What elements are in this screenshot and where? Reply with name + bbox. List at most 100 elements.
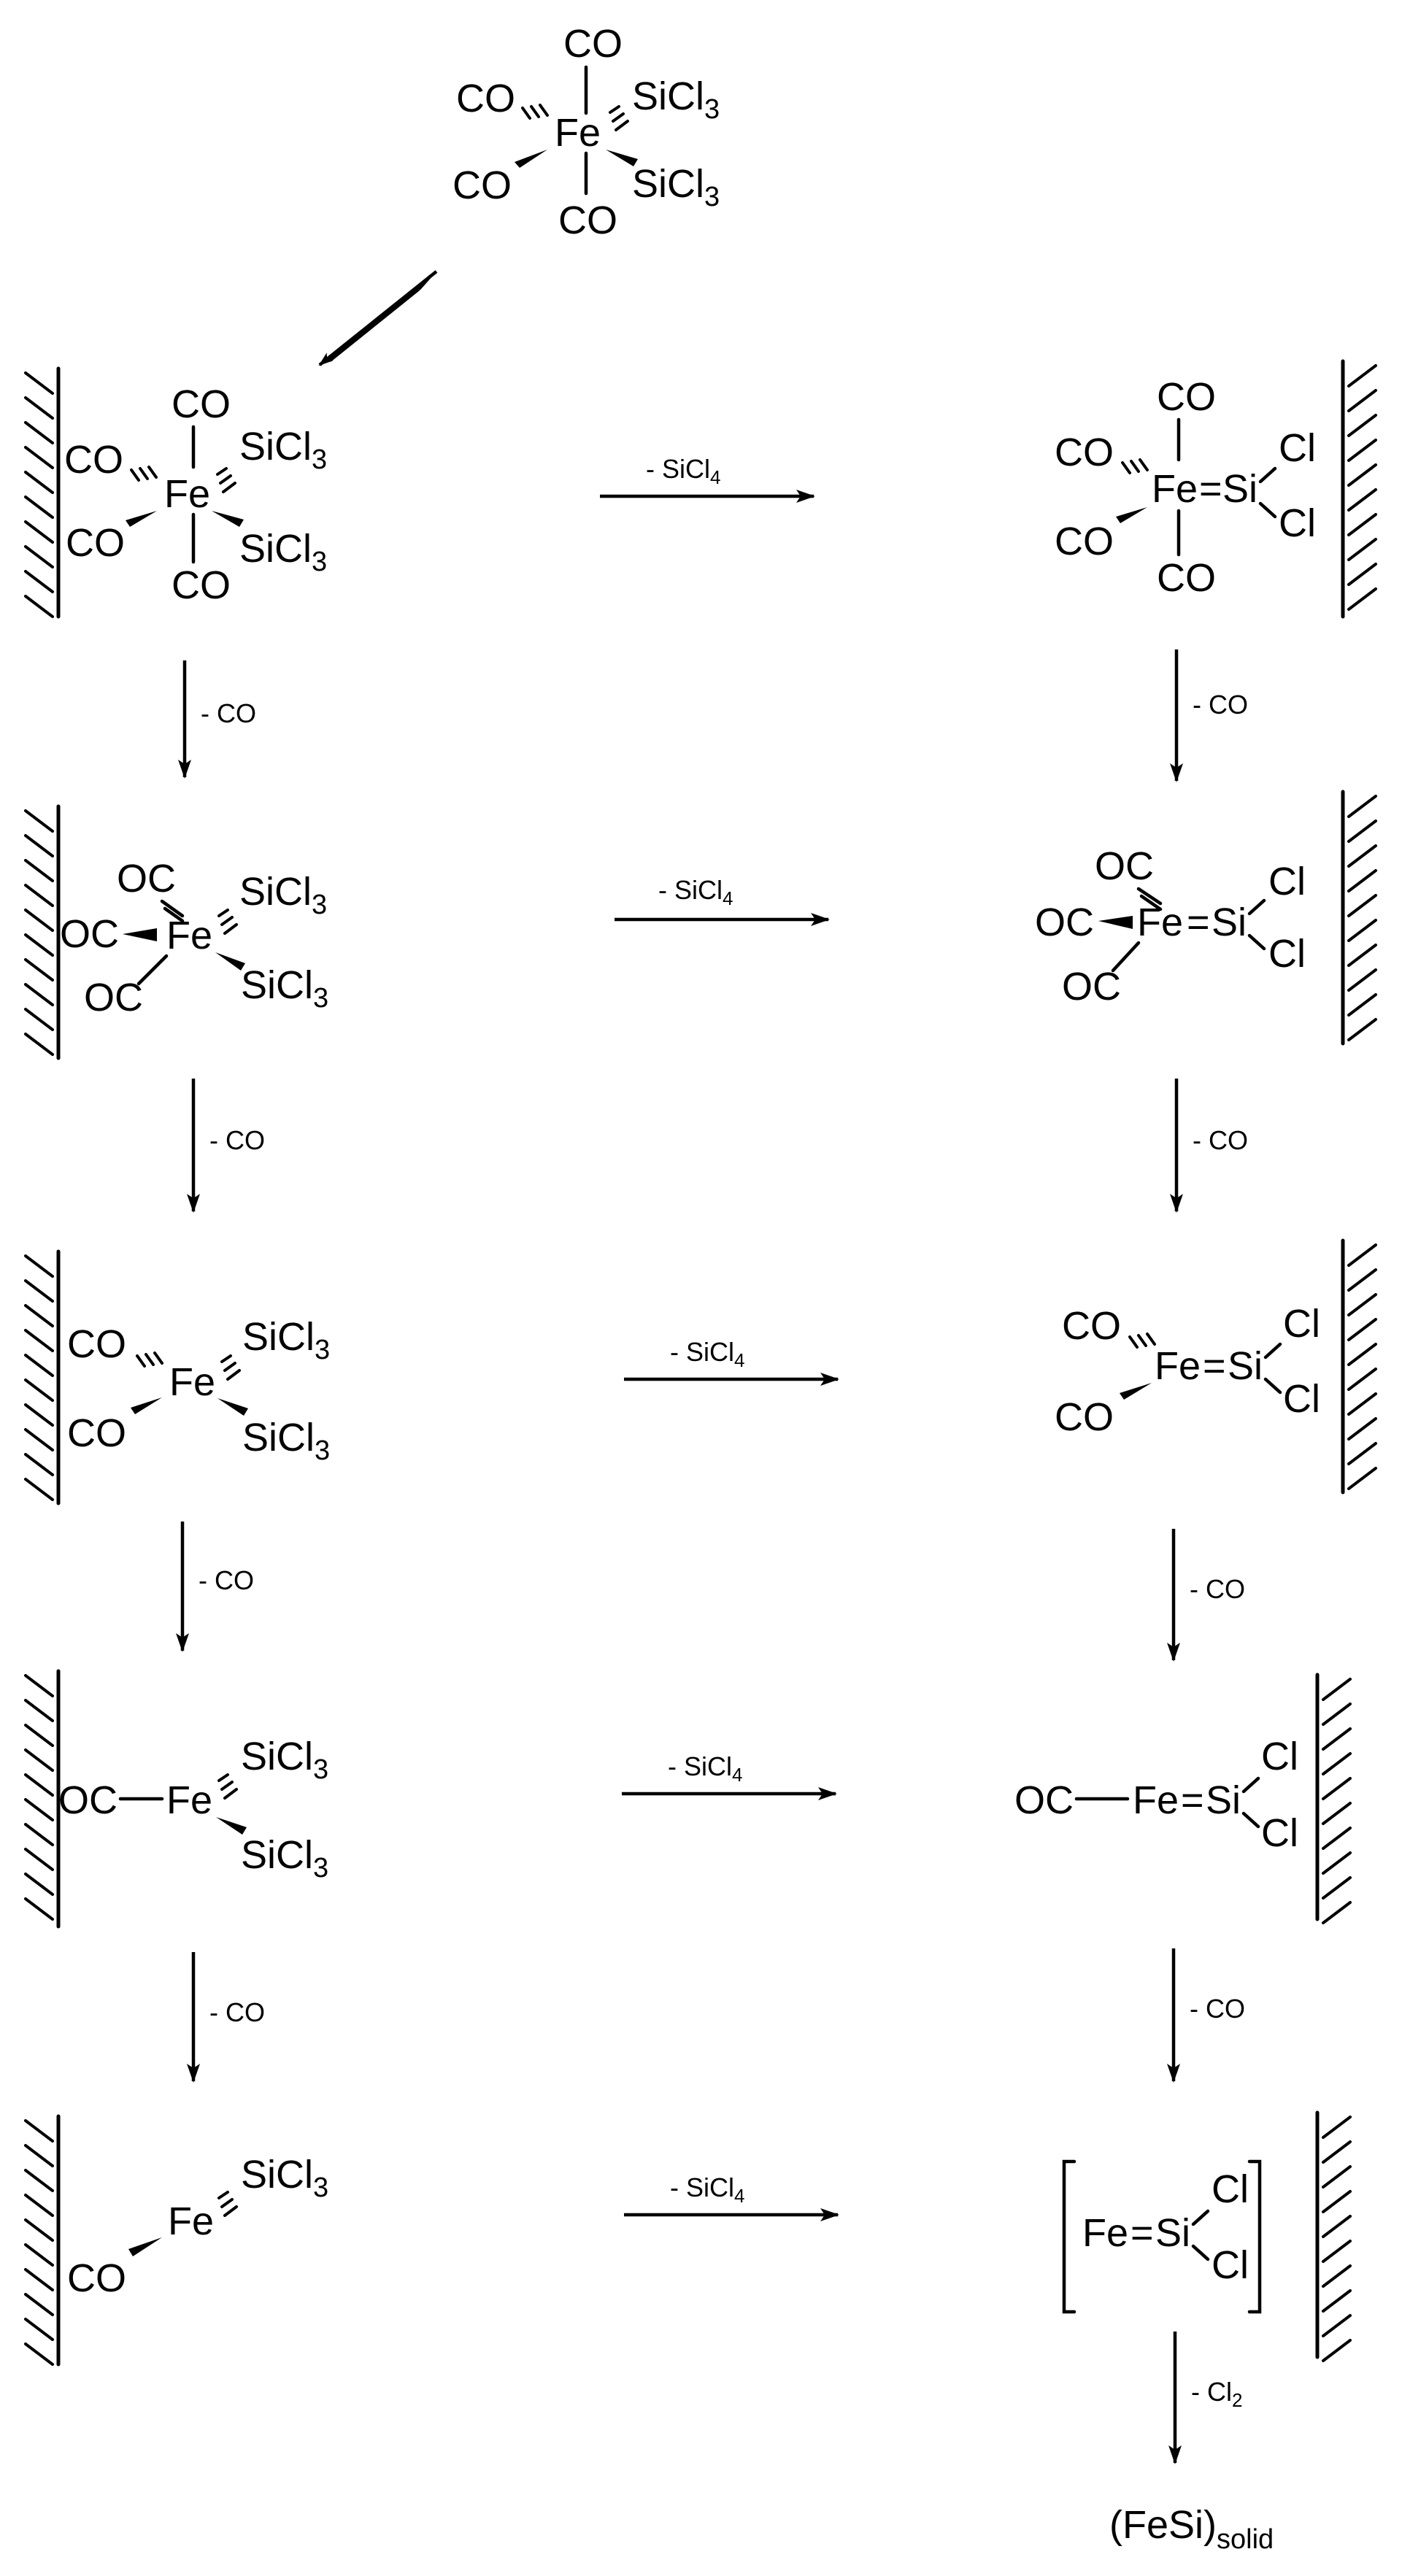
- si-label: Si: [1228, 1344, 1263, 1388]
- surface-wall: [1341, 359, 1377, 619]
- si-label: Si: [1212, 901, 1247, 944]
- cl-label: Cl: [1283, 1302, 1320, 1346]
- co-label: CO: [66, 521, 125, 565]
- left-complex-4: OC Fe SiCl3 SiCl3: [58, 1735, 328, 1883]
- si-label: Si: [1155, 2211, 1190, 2255]
- step-label: - SiCl4: [670, 2172, 744, 2207]
- co-label: CO: [1062, 1304, 1121, 1348]
- step-label: - SiCl4: [668, 1751, 742, 1786]
- right-step-arrows: - CO - CO - CO - CO - Cl2: [1167, 649, 1248, 2464]
- fe-label: Fe: [1137, 901, 1183, 944]
- oc-label: OC: [1014, 1778, 1074, 1822]
- step-label: - Cl2: [1191, 2377, 1242, 2411]
- oc-label: OC: [84, 976, 143, 1019]
- sicl3-label: SiCl3: [239, 870, 327, 920]
- sicl3-label: SiCl3: [239, 425, 327, 475]
- fe-label: Fe: [1155, 1344, 1201, 1388]
- fe-label: Fe: [166, 1778, 212, 1822]
- surface-wall: [24, 366, 61, 619]
- co-label: CO: [172, 382, 231, 426]
- co-label: CO: [172, 563, 231, 607]
- double-bond: =: [1131, 2211, 1154, 2255]
- free-complex: CO CO Fe SiCl3 CO SiCl3 CO: [452, 22, 720, 242]
- final-product: (FeSi)solid: [1109, 2503, 1274, 2555]
- left-complex-1: CO CO Fe SiCl3 CO SiCl3 CO: [64, 382, 327, 607]
- step-label: - CO: [1190, 1574, 1245, 1604]
- cl-label: Cl: [1212, 2167, 1249, 2211]
- co-label: CO: [558, 198, 617, 242]
- co-label: CO: [1055, 520, 1114, 563]
- step-label: - CO: [1193, 690, 1248, 720]
- fe-label: Fe: [169, 1360, 215, 1404]
- fe-label: Fe: [1133, 1778, 1179, 1822]
- co-label: CO: [452, 163, 512, 207]
- cl-label: Cl: [1261, 1735, 1298, 1778]
- equilibrium-arrow: [318, 270, 438, 366]
- right-complex-3: CO Fe = Si Cl Cl CO: [1055, 1302, 1320, 1439]
- sicl3-label: SiCl3: [241, 1833, 328, 1883]
- surface-wall: [24, 1249, 61, 1505]
- fe-label: Fe: [168, 2199, 214, 2243]
- step-label: - CO: [1190, 1994, 1245, 2024]
- double-bond: =: [1199, 467, 1222, 511]
- step-label: - SiCl4: [670, 1337, 744, 1371]
- co-label: CO: [1055, 431, 1114, 474]
- si-label: Si: [1206, 1778, 1241, 1822]
- sicl3-label: SiCl3: [632, 162, 720, 212]
- right-complex-5: Fe = Si Cl Cl: [1062, 2159, 1262, 2314]
- horizontal-step-arrows: - SiCl4 - SiCl4 - SiCl4 - SiCl4 - SiCl4: [600, 454, 839, 2221]
- oc-label: OC: [1035, 901, 1094, 944]
- fe-label: Fe: [164, 472, 210, 516]
- left-complex-2: OC OC Fe SiCl3 OC SiCl3: [60, 857, 328, 1019]
- fesi-solid-label: (FeSi)solid: [1109, 2503, 1274, 2555]
- oc-label: OC: [1062, 965, 1121, 1009]
- sicl3-label: SiCl3: [241, 2153, 328, 2203]
- sicl3-label: SiCl3: [241, 963, 328, 1014]
- co-label: CO: [1157, 375, 1216, 419]
- sicl3-label: SiCl3: [242, 1416, 330, 1466]
- left-complex-3: CO Fe SiCl3 CO SiCl3: [67, 1315, 330, 1466]
- step-label: - CO: [209, 1997, 265, 2027]
- right-complex-2: OC OC Fe = Si Cl Cl OC: [1035, 844, 1306, 1009]
- cl-label: Cl: [1212, 2243, 1249, 2287]
- surface-wall: [24, 1669, 61, 1929]
- cl-label: Cl: [1279, 501, 1316, 545]
- cl-label: Cl: [1283, 1377, 1320, 1421]
- left-step-arrows: - CO - CO - CO - CO: [176, 660, 265, 2083]
- surface-wall: [1315, 1673, 1352, 1924]
- surface-wall: [1341, 1238, 1377, 1495]
- co-label: CO: [1157, 556, 1216, 600]
- co-label: CO: [67, 1411, 126, 1455]
- co-label: CO: [64, 438, 123, 482]
- cl-label: Cl: [1268, 932, 1306, 976]
- fe-label: Fe: [166, 914, 212, 957]
- step-label: - SiCl4: [646, 454, 720, 488]
- sicl3-label: SiCl3: [242, 1315, 330, 1365]
- double-bond: =: [1181, 1778, 1204, 1822]
- step-label: - CO: [201, 698, 256, 728]
- left-complex-5: SiCl3 Fe CO: [67, 2153, 328, 2300]
- co-label: CO: [67, 2256, 126, 2300]
- surface-wall: [1315, 2110, 1352, 2362]
- fe-label: Fe: [555, 111, 601, 155]
- oc-label: OC: [117, 857, 176, 901]
- sicl3-label: SiCl3: [632, 74, 720, 125]
- cl-label: Cl: [1268, 860, 1306, 903]
- si-label: Si: [1222, 467, 1257, 511]
- surface-wall: [1341, 790, 1377, 1046]
- fe-label: Fe: [1082, 2211, 1128, 2255]
- double-bond: =: [1187, 901, 1210, 944]
- co-label: CO: [1055, 1395, 1114, 1439]
- step-label: - CO: [209, 1125, 265, 1155]
- oc-label: OC: [60, 912, 119, 956]
- cl-label: Cl: [1261, 1811, 1298, 1855]
- surface-wall: [24, 2114, 61, 2367]
- sicl3-label: SiCl3: [241, 1735, 328, 1785]
- co-label: CO: [563, 22, 623, 66]
- step-label: - CO: [199, 1565, 254, 1595]
- surface-wall: [24, 804, 61, 1060]
- step-label: - CO: [1193, 1125, 1248, 1155]
- oc-label: OC: [58, 1778, 118, 1822]
- co-label: CO: [67, 1322, 126, 1366]
